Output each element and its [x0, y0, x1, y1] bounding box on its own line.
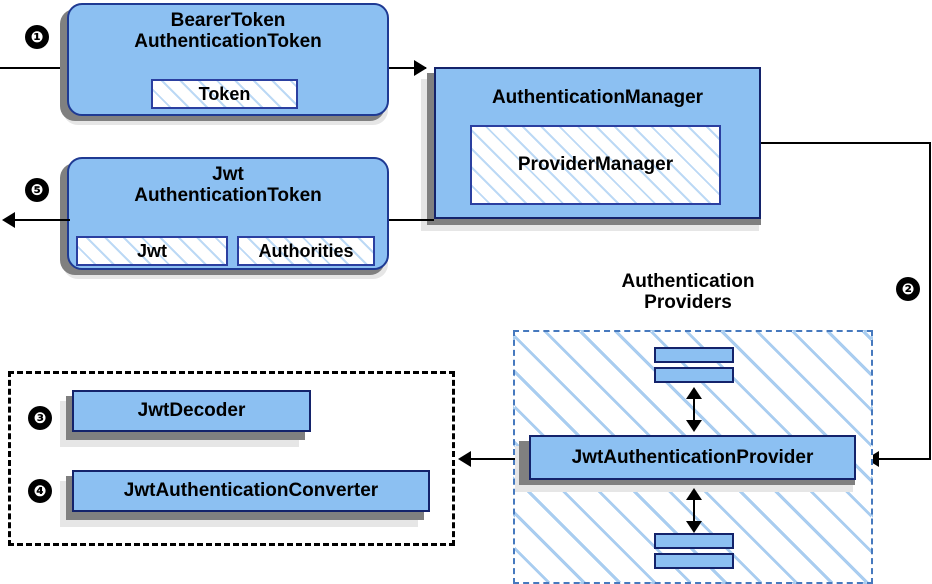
bearer-to-manager-line [389, 67, 426, 69]
jwt-token-output-arrowhead [2, 212, 15, 228]
providers-label-line2: Providers [644, 292, 732, 313]
provider-top-connector-arrow-down [686, 420, 702, 432]
manager-to-provider-line-bottom [878, 458, 931, 460]
provider-top-connector-line [693, 393, 695, 427]
provider-top-connector-arrow-up [686, 387, 702, 399]
provider-bottom-connector-arrow-up [686, 488, 702, 500]
manager-to-jwt-token-line [389, 219, 434, 221]
provider-stub-bottom-bar-1 [654, 533, 734, 549]
step-badge-4: ❹ [28, 479, 52, 503]
manager-to-provider-line-vertical [929, 142, 931, 460]
manager-to-provider-line-top [761, 142, 931, 144]
providers-label-line1: Authentication [621, 270, 755, 292]
jwt-decoder-box[interactable] [72, 390, 311, 432]
provider-bottom-connector-arrow-down [686, 521, 702, 533]
jwt-components-group [8, 371, 455, 546]
step-badge-1: ❶ [25, 25, 49, 49]
provider-manager-box[interactable] [470, 125, 721, 205]
provider-bottom-connector-line [693, 494, 695, 528]
jwt-inner-box[interactable] [76, 236, 228, 266]
step-badge-5: ❺ [25, 178, 49, 202]
provider-stub-top-bar-1 [654, 347, 734, 363]
jwt-authentication-converter-box[interactable] [72, 470, 430, 512]
step-badge-2: ❷ [896, 277, 920, 301]
authentication-providers-label: Authentication Providers [588, 266, 788, 318]
provider-stub-bottom-bar-2 [654, 553, 734, 569]
authorities-inner-box[interactable] [237, 236, 375, 266]
bearer-to-manager-arrowhead [414, 60, 427, 76]
input-request-line [0, 67, 70, 69]
jwt-token-output-line [14, 219, 70, 221]
jwt-authentication-provider-box[interactable] [529, 435, 856, 480]
provider-to-components-line [470, 458, 515, 460]
provider-to-components-arrowhead [458, 451, 471, 467]
step-badge-3: ❸ [28, 406, 52, 430]
provider-stub-top-bar-2 [654, 367, 734, 383]
token-inner-box[interactable] [151, 79, 298, 109]
